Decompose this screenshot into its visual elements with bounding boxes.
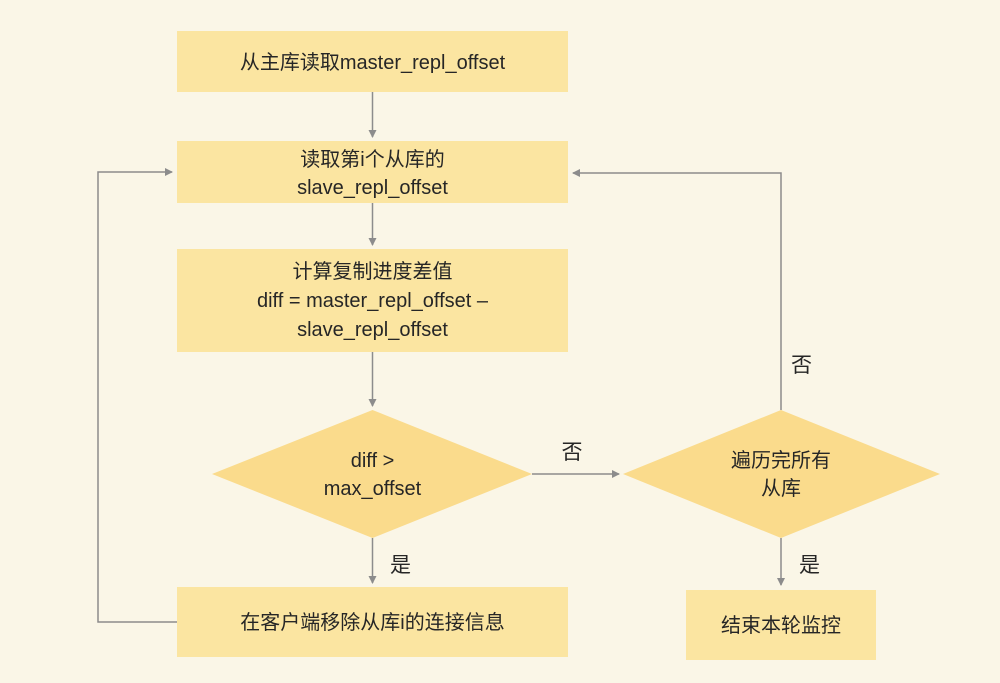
node-diff-check: diff > max_offset xyxy=(212,410,532,538)
node-calc-diff-text-line2: diff = master_repl_offset – xyxy=(257,290,489,312)
node-read-slave-box xyxy=(177,141,568,203)
node-read-master-text: 从主库读取master_repl_offset xyxy=(240,51,506,74)
edge-label-yes-left: 是 xyxy=(390,554,411,577)
node-remove-conn: 在客户端移除从库i的连接信息 xyxy=(177,587,568,657)
node-read-slave-text-line1: 读取第i个从库的 xyxy=(300,148,444,171)
node-loop-check-text-line2: 从库 xyxy=(761,477,801,500)
node-calc-diff-text-line3: slave_repl_offset xyxy=(297,319,448,341)
edge-removeconn-loopback xyxy=(97,168,177,623)
node-calc-diff-text-line1: 计算复制进度差值 xyxy=(293,260,453,283)
node-end-round: 结束本轮监控 xyxy=(686,590,876,660)
node-read-slave-text-line2: slave_repl_offset xyxy=(297,177,448,199)
node-loop-check: 遍历完所有 从库 xyxy=(623,410,940,538)
node-read-master-box xyxy=(177,31,568,92)
node-end-round-box xyxy=(686,590,876,660)
node-calc-diff: 计算复制进度差值 diff = master_repl_offset – sla… xyxy=(177,249,568,352)
edge-label-no-up: 否 xyxy=(791,354,812,377)
edge-label-no-between: 否 xyxy=(562,441,583,464)
node-read-slave: 读取第i个从库的 slave_repl_offset xyxy=(177,141,568,203)
node-diff-check-text-line2: max_offset xyxy=(324,478,422,500)
node-calc-diff-box xyxy=(177,249,568,352)
node-remove-conn-box xyxy=(177,587,568,657)
node-diff-check-text-line1: diff > xyxy=(351,450,395,472)
node-read-master: 从主库读取master_repl_offset xyxy=(177,31,568,92)
node-end-round-text: 结束本轮监控 xyxy=(721,614,841,637)
node-diff-check-diamond xyxy=(212,410,532,538)
edge-label-yes-right: 是 xyxy=(799,554,820,577)
node-loop-check-text-line1: 遍历完所有 xyxy=(731,449,831,472)
node-loop-check-diamond xyxy=(623,410,940,538)
node-remove-conn-text: 在客户端移除从库i的连接信息 xyxy=(240,611,504,634)
edge-loopcheck-no-return xyxy=(572,169,782,410)
